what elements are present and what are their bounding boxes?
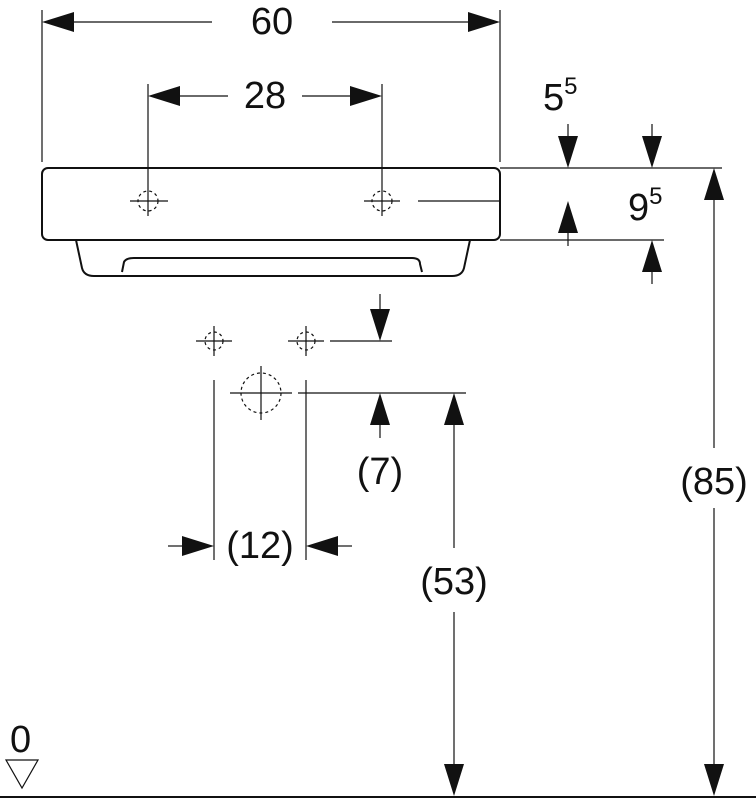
label-overall-width: 60: [251, 1, 293, 43]
label-top-offset: 55: [543, 73, 578, 119]
dimension-tap-spacing: 28: [147, 75, 383, 186]
label-floor-level: 0: [10, 719, 31, 761]
basin-bowl: [75, 239, 471, 277]
basin-overflow-slot: [121, 257, 423, 273]
dimension-rim-height: 95: [500, 124, 664, 284]
dimension-drain-offset: (7): [357, 294, 403, 493]
level-marker-icon: [4, 759, 40, 790]
drain-outlet: [230, 366, 466, 420]
washbasin-outline: [41, 167, 501, 277]
basin-rim: [41, 167, 501, 241]
dimension-top-offset: 55: [500, 73, 722, 246]
tap-hole-left: [130, 186, 168, 216]
label-outlet-width: (12): [226, 525, 294, 567]
supply-point-right: [288, 326, 392, 356]
label-tap-spacing: 28: [244, 75, 286, 117]
label-rim-height: 95: [628, 183, 663, 229]
dimension-total-height: (85): [680, 168, 748, 796]
label-total-height: (85): [680, 461, 748, 503]
dimension-outlet-width: (12): [168, 380, 352, 567]
floor-level: 0: [0, 719, 756, 798]
label-outlet-height: (53): [420, 561, 488, 603]
label-drain-offset: (7): [357, 451, 403, 493]
tap-hole-right: [364, 186, 500, 216]
supply-point-left: [196, 326, 232, 356]
dimension-outlet-height: (53): [420, 393, 488, 796]
dimension-overall-width: 60: [41, 1, 501, 162]
